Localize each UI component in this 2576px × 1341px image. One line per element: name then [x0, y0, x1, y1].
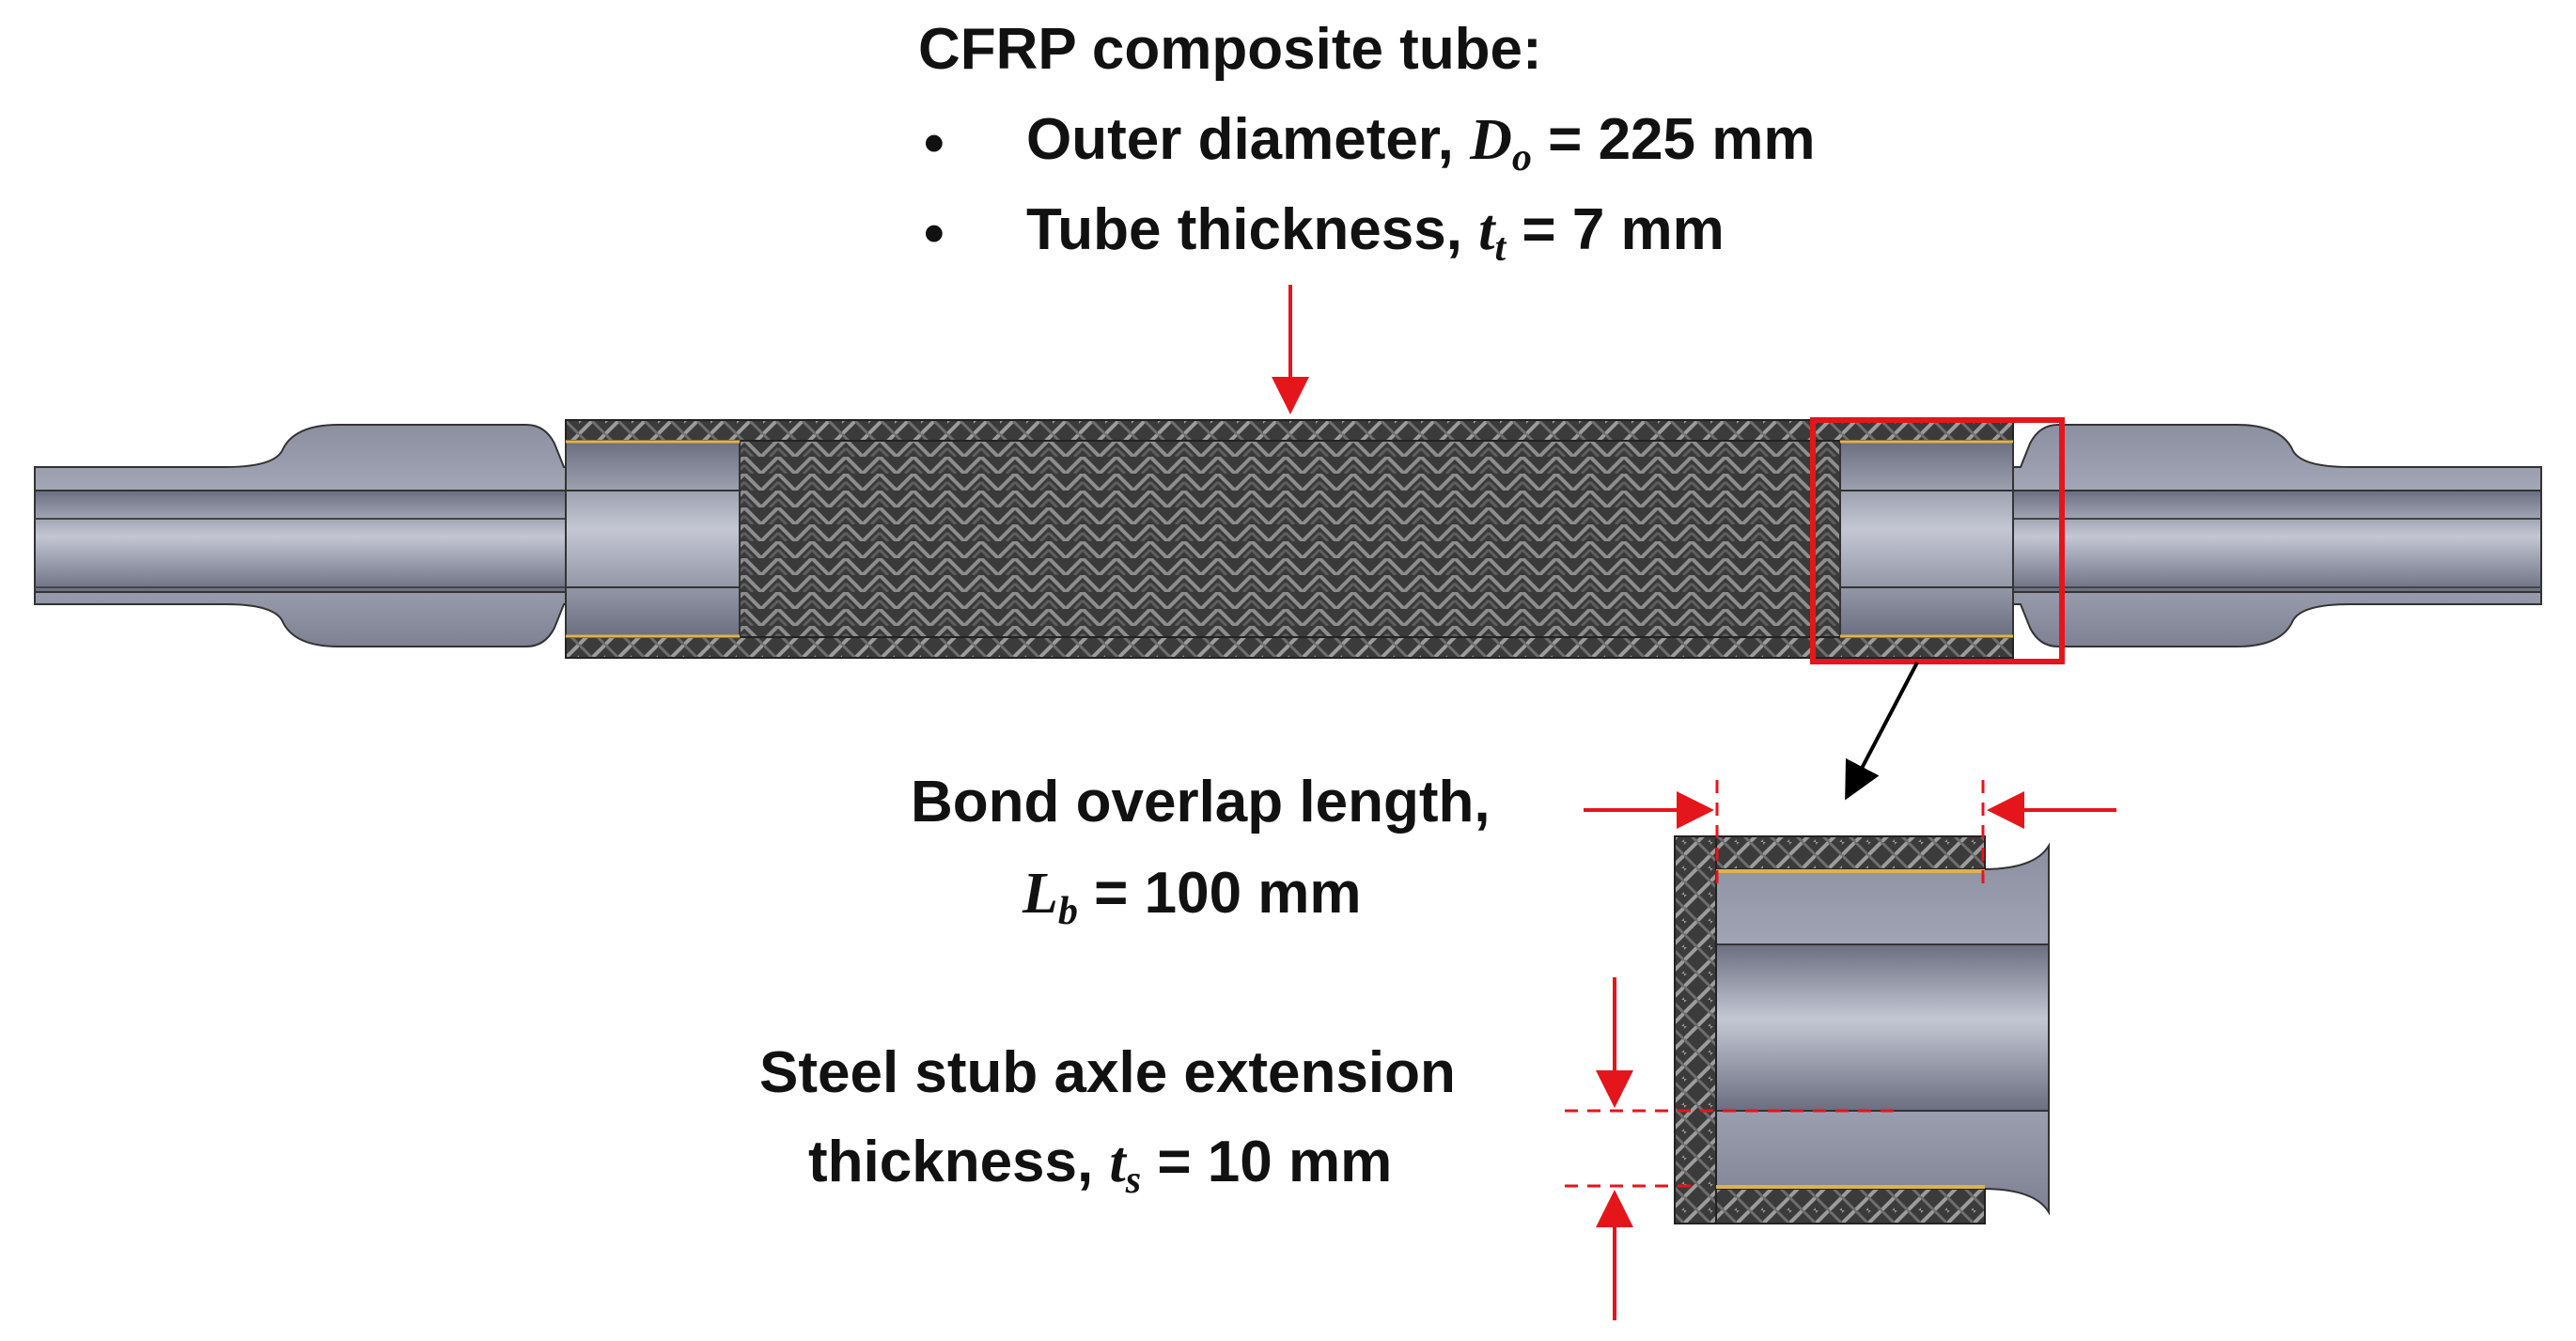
stub-thickness-line2: thickness, ts = 10 mm: [808, 1133, 1392, 1200]
zoom-stub-bore: [1715, 943, 2050, 1112]
stub-thickness-line1: Steel stub axle extension: [759, 1040, 1456, 1105]
detail-leader-arrow: [1845, 662, 1919, 801]
left-sleeve: [565, 440, 741, 638]
zoom-tube-end-wall: [1674, 835, 1717, 1224]
bond-length-dimension: [1584, 780, 2116, 888]
tube-interior: [739, 440, 1841, 638]
bullet-dot-1: •: [924, 111, 945, 176]
stub-thickness-dimension: [1565, 977, 1903, 1320]
bullet-dot-2: •: [924, 201, 945, 266]
outer-diameter-symbol: Do: [1470, 108, 1532, 179]
zoom-tube-top-wall: [1674, 835, 1986, 870]
bond-length-line2: Lb = 100 mm: [1023, 865, 1362, 931]
right-sleeve: [1839, 440, 2014, 638]
tube-thickness-label: Tube thickness, tt = 7 mm: [1026, 201, 1725, 268]
stub-thickness-prefix: thickness,: [808, 1130, 1110, 1194]
tube-thickness-prefix: Tube thickness,: [1026, 197, 1479, 262]
stub-thickness-value: = 10 mm: [1141, 1130, 1393, 1194]
detail-highlight-box: [1810, 417, 2065, 664]
outer-diameter-label: Outer diameter, Do = 225 mm: [1026, 111, 1816, 178]
zoomed-joint-detail: [1674, 835, 2050, 1224]
bond-length-value: = 100 mm: [1077, 861, 1362, 926]
bond-length-symbol: Lb: [1023, 862, 1078, 933]
tube-thickness-symbol: tt: [1478, 198, 1507, 270]
zoom-tube-bottom-wall: [1674, 1188, 1986, 1224]
cfrp-tube: [565, 419, 2014, 659]
tube-top-wall: [565, 419, 2014, 442]
tube-bottom-wall: [565, 636, 2014, 659]
outer-diameter-prefix: Outer diameter,: [1026, 107, 1471, 172]
outer-diameter-value: = 225 mm: [1531, 107, 1816, 172]
tube-thickness-value: = 7 mm: [1506, 197, 1725, 262]
stub-thickness-symbol: ts: [1109, 1130, 1142, 1202]
tube-spec-title: CFRP composite tube:: [918, 17, 1542, 82]
bond-length-line1: Bond overlap length,: [911, 770, 1491, 834]
